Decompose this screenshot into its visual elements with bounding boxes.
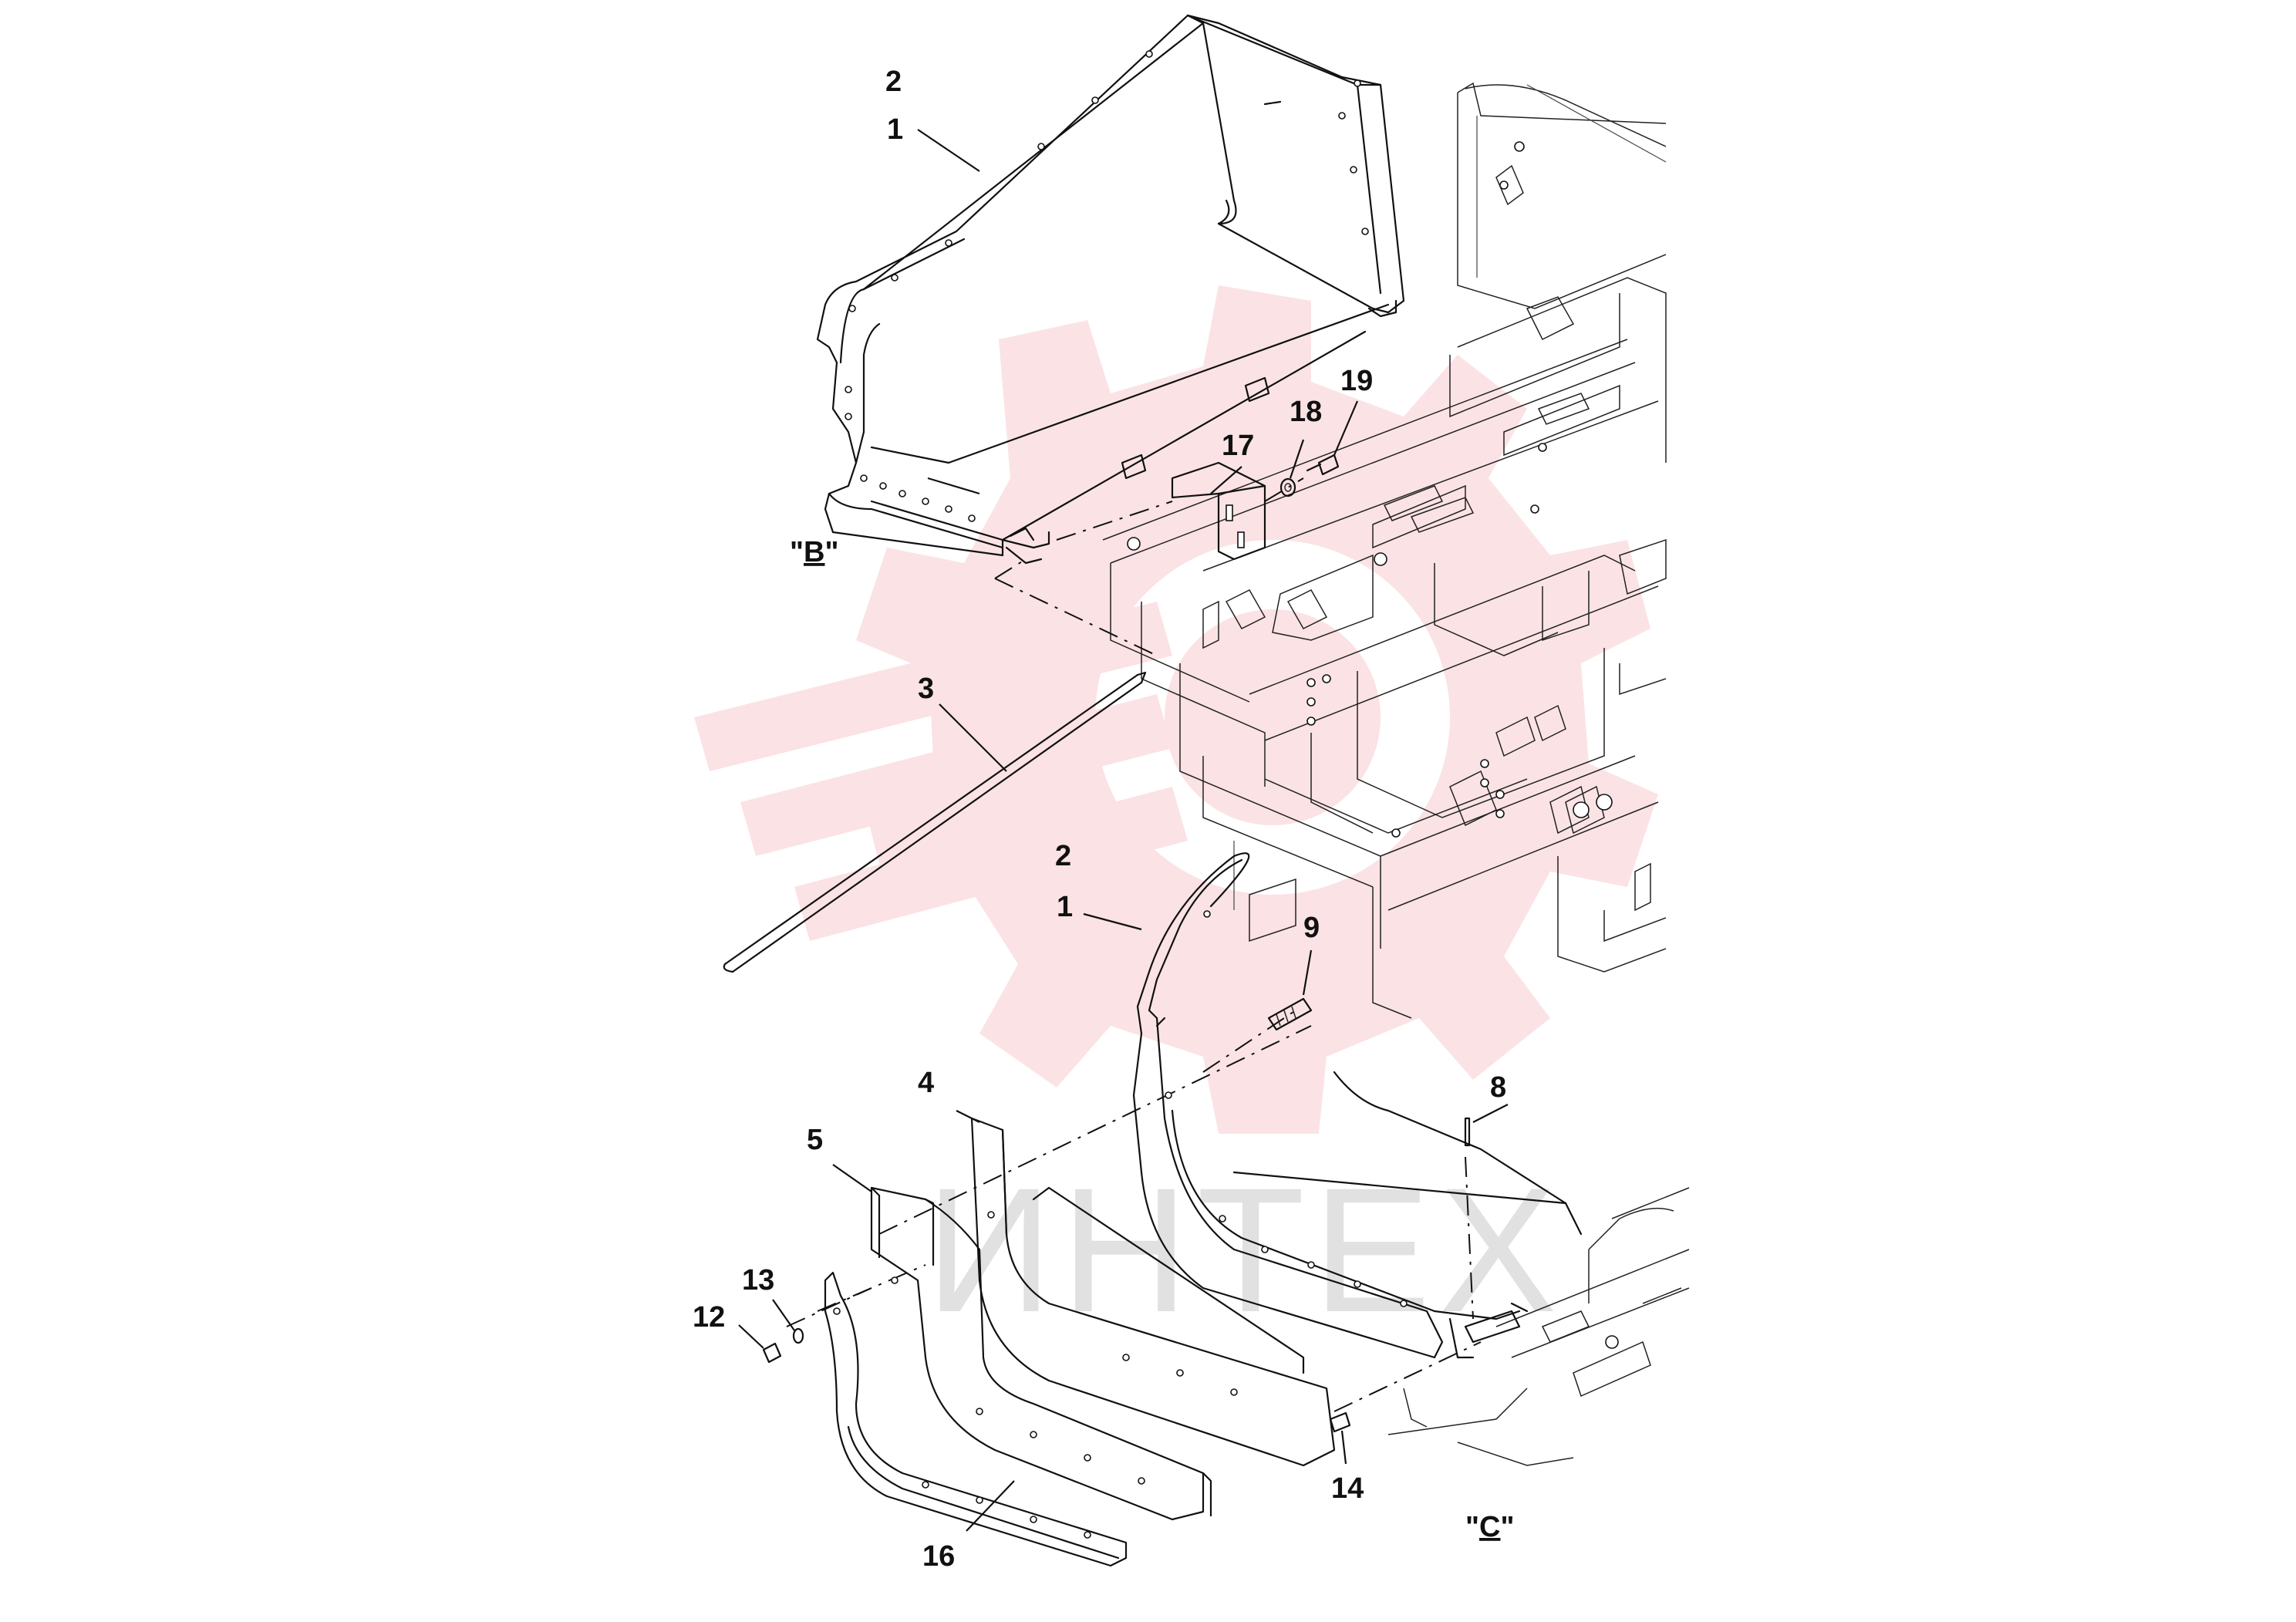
washer-13 bbox=[792, 1327, 804, 1344]
base-plate bbox=[1232, 1071, 1690, 1466]
callout-5: 5 bbox=[807, 1124, 823, 1156]
callout-9: 9 bbox=[1303, 912, 1320, 944]
callout-1-upper: 1 bbox=[887, 113, 903, 146]
screw-12 bbox=[762, 1342, 782, 1364]
callout-labels: 2 1 17 18 19 3 2 1 9 8 4 5 13 12 14 16 bbox=[693, 66, 1506, 1573]
view-letter-b: B bbox=[804, 536, 824, 568]
frame-holes bbox=[1127, 443, 1613, 838]
callout-3: 3 bbox=[918, 673, 934, 705]
callout-16: 16 bbox=[922, 1540, 955, 1573]
box-rivet-holes bbox=[845, 50, 1369, 522]
view-labels: "B" "C" bbox=[790, 536, 1515, 1543]
callout-13: 13 bbox=[742, 1264, 774, 1297]
callout-1-lower: 1 bbox=[1057, 891, 1073, 923]
view-label-c: "C" bbox=[1465, 1511, 1515, 1543]
bracket-17 bbox=[1171, 461, 1266, 561]
view-label-b: "B" bbox=[790, 536, 839, 568]
box-assembly-upper bbox=[816, 14, 1405, 565]
callout-14: 14 bbox=[1331, 1472, 1364, 1505]
strip-4 bbox=[970, 1117, 1336, 1467]
assembly-lines bbox=[786, 477, 1482, 1412]
watermark-streaks bbox=[694, 602, 1188, 941]
bolt-9 bbox=[1267, 997, 1313, 1031]
leader-lines bbox=[738, 129, 1509, 1532]
watermark-ring bbox=[1095, 540, 1450, 895]
watermark bbox=[694, 285, 1658, 1134]
callout-4: 4 bbox=[918, 1067, 934, 1099]
callout-17: 17 bbox=[1222, 430, 1254, 462]
callout-8: 8 bbox=[1490, 1071, 1506, 1104]
callout-19: 19 bbox=[1340, 365, 1373, 397]
frame-structure bbox=[1102, 82, 1667, 1019]
screw-14 bbox=[1329, 1411, 1351, 1433]
rod-3 bbox=[723, 671, 1147, 973]
strip-16 bbox=[824, 1271, 1128, 1567]
callout-18: 18 bbox=[1290, 396, 1322, 428]
view-letter-c: C bbox=[1479, 1511, 1500, 1543]
callout-2-lower: 2 bbox=[1055, 840, 1071, 872]
washer-18 bbox=[1279, 477, 1296, 497]
pin-8 bbox=[1464, 1117, 1471, 1147]
callout-12: 12 bbox=[693, 1301, 725, 1334]
plate-holes bbox=[1165, 910, 1408, 1307]
callout-2-upper: 2 bbox=[885, 66, 902, 98]
side-plate-lower bbox=[1132, 852, 1444, 1359]
watermark-gear-icon bbox=[856, 285, 1658, 1134]
liner-5 bbox=[870, 1186, 1212, 1521]
screw-19 bbox=[1306, 454, 1340, 476]
